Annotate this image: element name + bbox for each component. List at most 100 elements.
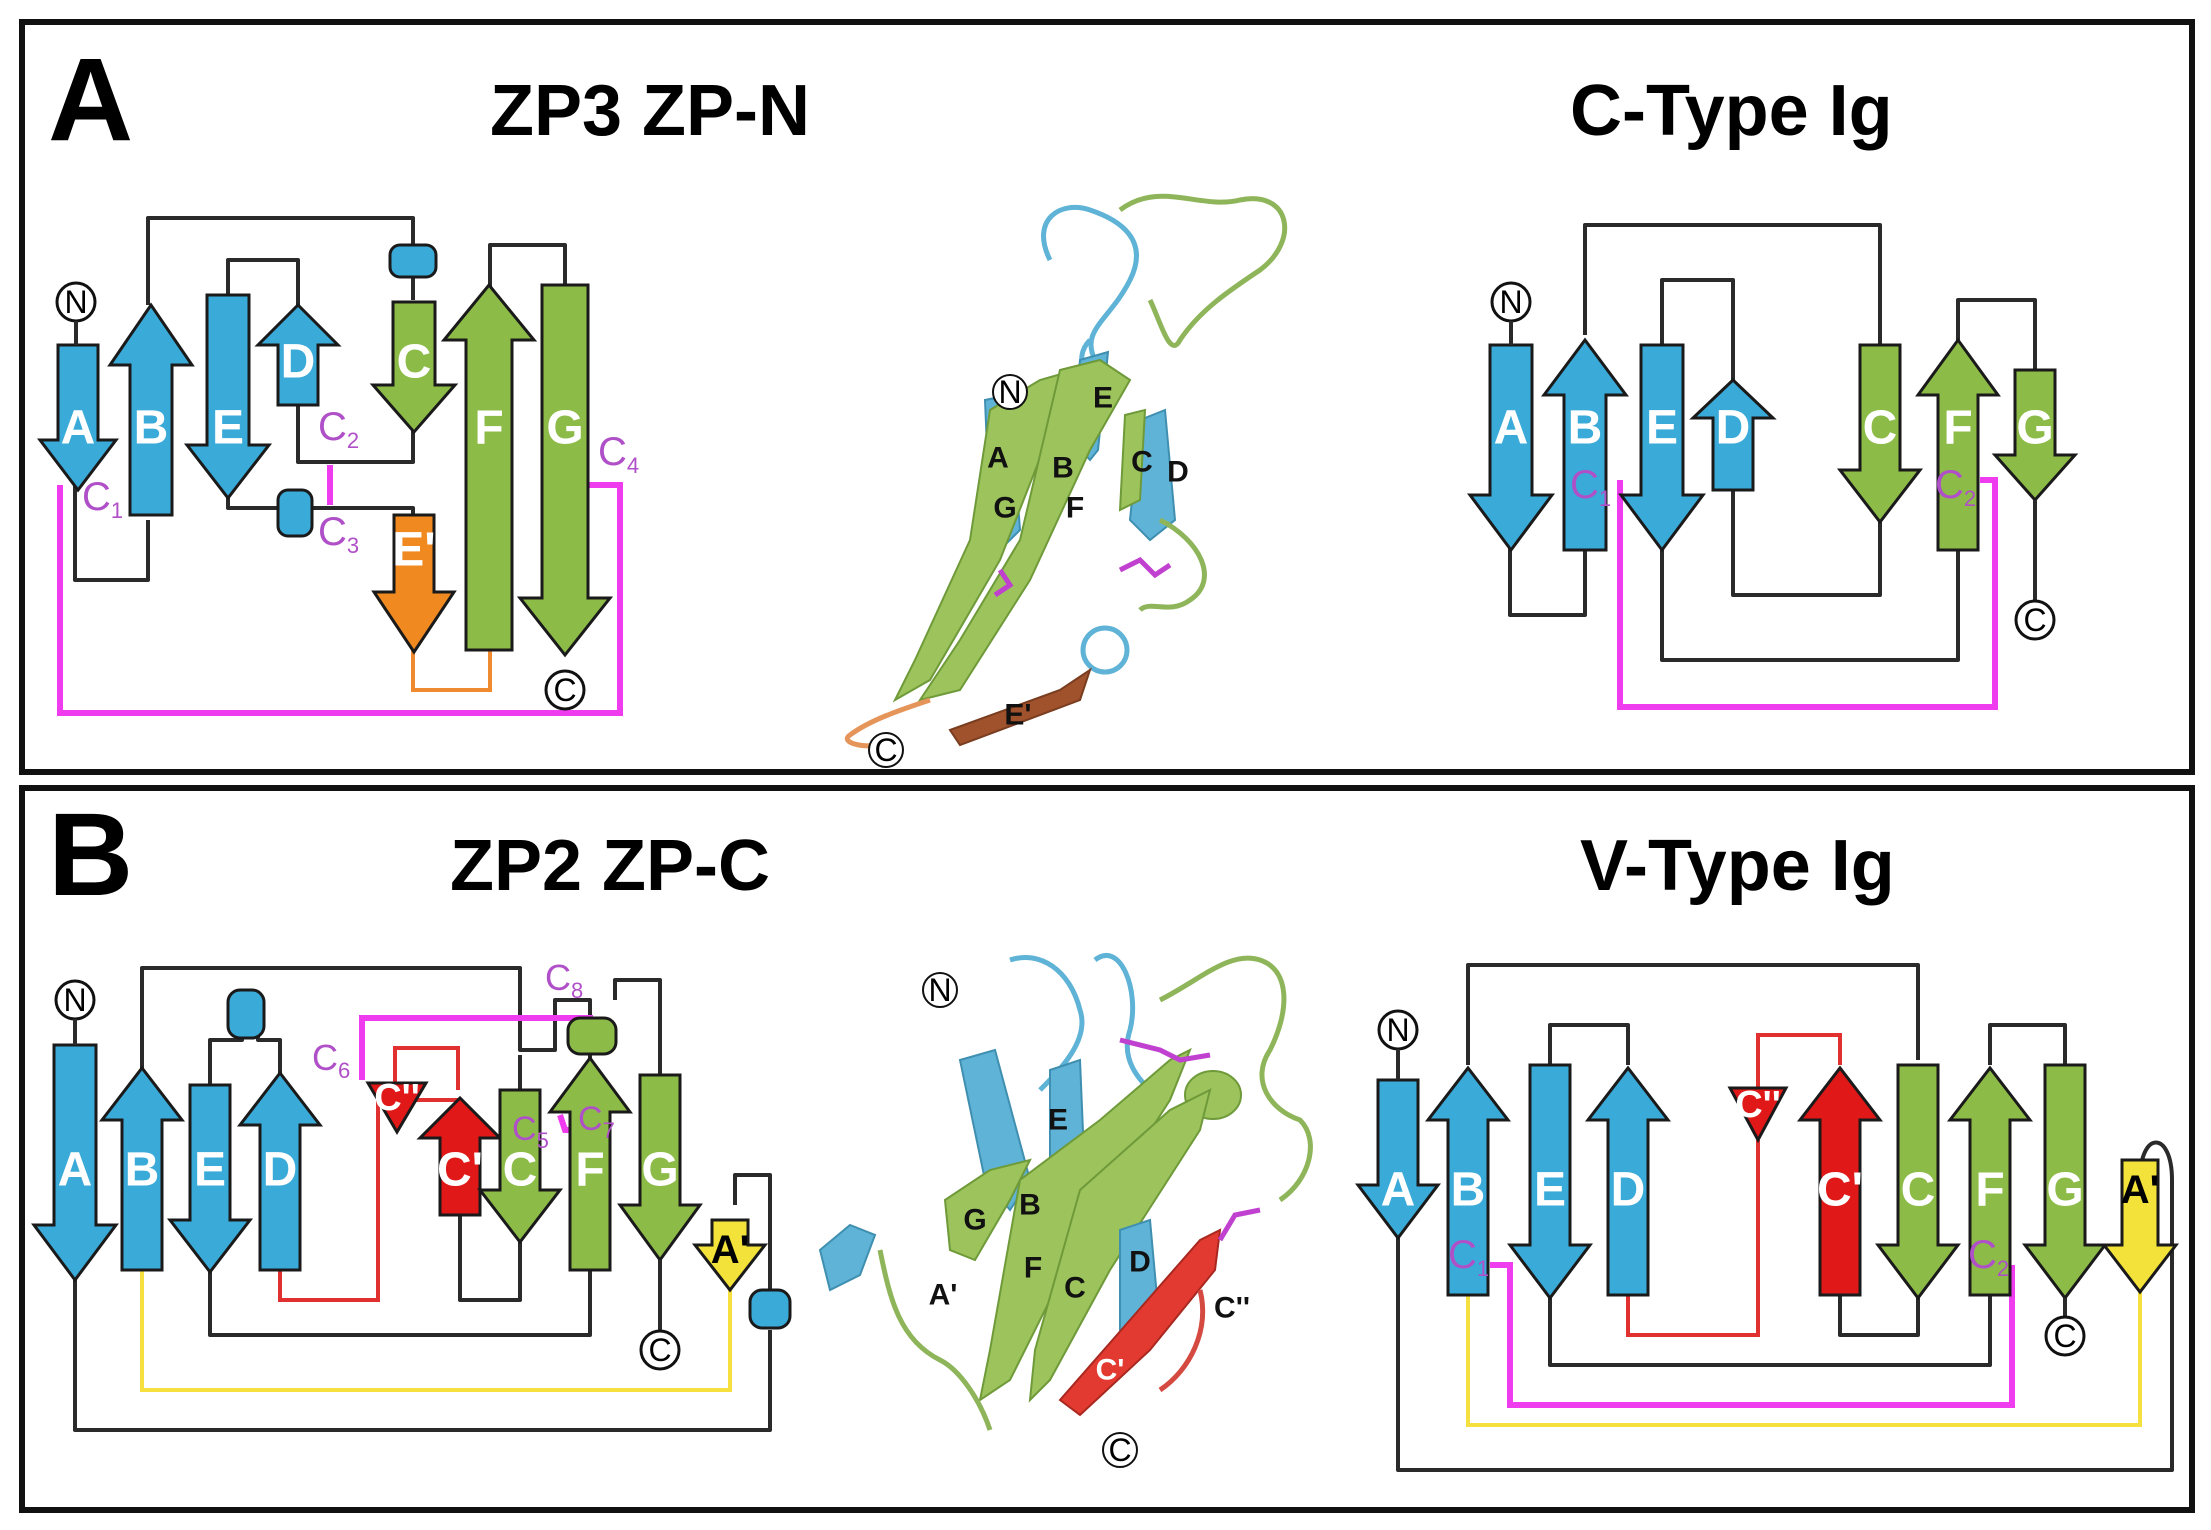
structure-disulfide — [1118, 556, 1172, 579]
zpc-strand-g-label: G — [641, 1144, 678, 1197]
cys-c3-label: C3 — [318, 510, 359, 558]
strand-g — [516, 283, 614, 658]
zpc-loop-cdoubleprime-top — [393, 1046, 460, 1090]
c-ig-strand-a — [1467, 343, 1555, 553]
zpc-structure-e-label: E — [1048, 1104, 1068, 1137]
loop-b-top — [146, 216, 415, 305]
structure-e-label: E — [1093, 382, 1113, 415]
zpc-loop-e-bottom — [208, 1270, 592, 1337]
panel-a-frame — [19, 19, 2195, 775]
helix-top — [388, 243, 438, 279]
cys-c2-label: C2 — [318, 405, 359, 453]
c-ig-strand-b — [1541, 337, 1629, 552]
strand-c — [369, 300, 459, 435]
panel-b-frame — [19, 785, 2195, 1513]
structure-c-terminus-label: C — [874, 732, 897, 768]
c-ig-strand-b-label: B — [1568, 402, 1603, 455]
loop-eprime-f — [411, 648, 492, 692]
strand-e — [183, 293, 273, 501]
structure-coil-c — [845, 697, 931, 749]
panel-a: A ZP3 ZP-N C-Type Ig — [19, 19, 2195, 775]
zpc-strand-a — [31, 1043, 119, 1283]
n-terminus-label: N — [64, 284, 87, 320]
panel-b: B ZP2 ZP-C V-Type Ig — [19, 785, 2195, 1513]
structure-strand-eprime — [948, 667, 1092, 747]
zpc-structure-n-terminus-icon — [922, 972, 958, 1008]
structure-b-label: B — [1052, 452, 1074, 485]
zpc-structure-b-label: B — [1019, 1189, 1041, 1222]
zpc-structure-a-label: A — [959, 1149, 981, 1182]
strand-b — [107, 302, 195, 517]
strand-eprime — [371, 513, 457, 655]
strand-b-label: B — [134, 402, 169, 455]
loop-ab — [73, 430, 150, 582]
c-ig-strand-a-label: A — [1494, 402, 1529, 455]
c-ig-strand-e — [1618, 343, 1706, 553]
zpc-strand-e — [166, 1083, 254, 1275]
v-ig-strand-b-label: B — [1451, 1164, 1486, 1217]
v-ig-strand-f-label: F — [1975, 1164, 2004, 1217]
c-ig-strand-c-label: C — [1863, 402, 1898, 455]
c-ig-strand-f-label: F — [1943, 402, 1972, 455]
loop-f-g — [488, 243, 567, 290]
v-ig-strand-a-label: A — [1381, 1164, 1416, 1217]
zpc-loop-f-g — [613, 978, 662, 1075]
structure-strand-gf — [892, 368, 1077, 703]
v-ig-n-label: N — [1386, 1012, 1409, 1048]
c-ig-disulfide — [1617, 477, 1998, 710]
zpc-structure-cprime-label: C' — [1096, 1354, 1125, 1387]
c-ig-strand-d — [1689, 377, 1777, 492]
zpc-helix-top — [226, 988, 266, 1040]
structure-eprime-label: E' — [1004, 699, 1031, 732]
v-ig-strand-g-label: G — [2046, 1164, 2083, 1217]
zp3-zpn-structure: N E A B C D G F E' C — [845, 193, 1288, 768]
c-type-ig-title: C-Type Ig — [1570, 71, 1893, 151]
zpc-structure-coil-top2 — [1093, 952, 1152, 1092]
v-ig-strand-c — [1874, 1063, 1962, 1301]
cys-c4-label: C4 — [598, 430, 639, 478]
zpc-loop-outer-right — [733, 1173, 772, 1290]
v-type-ig-title: V-Type Ig — [1580, 826, 1895, 906]
zpc-loop-b-top — [140, 966, 592, 1090]
zpc-cys-c8-label: C8 — [545, 957, 583, 1003]
c-ig-loop-f-g — [1956, 298, 2037, 370]
v-ig-strand-e — [1506, 1063, 1594, 1301]
zp2-zpc-title: ZP2 ZP-C — [450, 826, 770, 906]
strand-e-label: E — [212, 402, 244, 455]
loop-d-c — [296, 405, 415, 464]
zpc-loop-yellow — [140, 1270, 732, 1392]
zpc-structure-disulfide-top — [1119, 1037, 1211, 1063]
zpc-structure-aprime-label: A' — [929, 1279, 958, 1312]
zpc-strand-c-label: C — [503, 1144, 538, 1197]
loop-e-d — [226, 258, 300, 310]
structure-coil-green-top — [1118, 193, 1288, 348]
zpc-structure-f-label: F — [1024, 1252, 1042, 1285]
zpc-strand-a-label: A — [58, 1144, 93, 1197]
zpc-structure-strand-g — [943, 1158, 1032, 1262]
c-ig-strand-g-label: G — [2016, 402, 2053, 455]
strand-a-label: A — [61, 402, 96, 455]
zpc-strand-g — [617, 1073, 703, 1263]
strand-f — [440, 282, 538, 652]
strand-a — [36, 343, 120, 493]
zpc-strand-b — [98, 1065, 186, 1272]
c-ig-strand-g — [1991, 368, 2079, 503]
zpc-cys-c5-label: C5 — [512, 1110, 549, 1153]
zp3-zpn-title: ZP3 ZP-N — [490, 71, 810, 151]
structure-n-terminus-icon — [992, 374, 1028, 410]
c-ig-n-label: N — [1499, 284, 1522, 320]
structure-coil-right — [1138, 517, 1207, 613]
v-ig-strand-a — [1354, 1078, 1442, 1241]
zpc-strand-d — [236, 1070, 324, 1272]
zpc-structure-coil-left — [877, 1249, 993, 1431]
v-ig-c-terminus-icon — [2044, 1315, 2086, 1357]
c-ig-loop-e-top — [1660, 278, 1735, 380]
zpc-strand-cprime — [416, 1095, 504, 1217]
zpc-strand-cprime-label: C' — [437, 1144, 483, 1197]
v-ig-loop-d-cdoubleprime — [1626, 1140, 1760, 1337]
zp2-zpc-structure: N E A B G F C D A' C' C'' C — [818, 952, 1313, 1468]
panel-b-letter: B — [48, 789, 133, 921]
structure-coil-loop — [1080, 625, 1130, 675]
zpc-cys-c6-label: C6 — [312, 1037, 350, 1083]
v-ig-strand-e-label: E — [1534, 1164, 1566, 1217]
